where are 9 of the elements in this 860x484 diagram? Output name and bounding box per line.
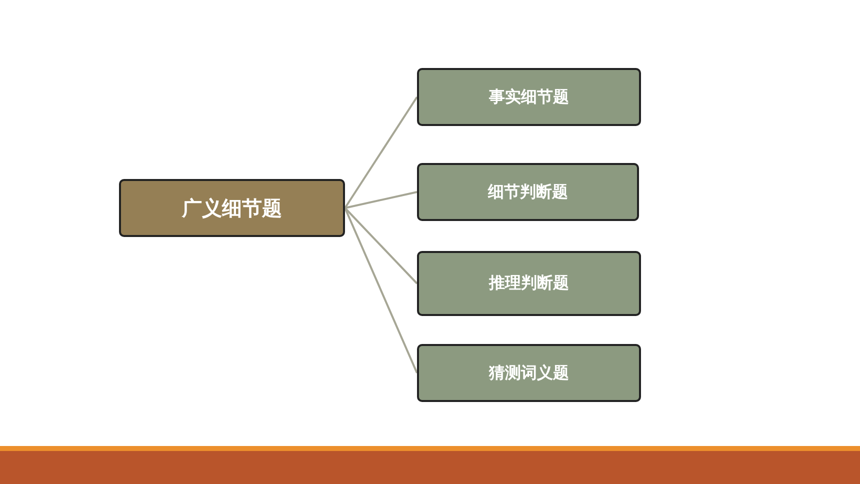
connector-line — [344, 96, 418, 209]
connector-line — [344, 207, 418, 284]
connector-line — [344, 208, 418, 374]
root-box: 广义细节题 — [119, 179, 345, 237]
topic-box: 推理判断题 — [417, 251, 641, 316]
connector-line — [344, 191, 418, 209]
topic-box: 猜测词义题 — [417, 344, 641, 402]
topic-box: 事实细节题 — [417, 68, 641, 126]
topic-box: 细节判断题 — [417, 163, 639, 221]
